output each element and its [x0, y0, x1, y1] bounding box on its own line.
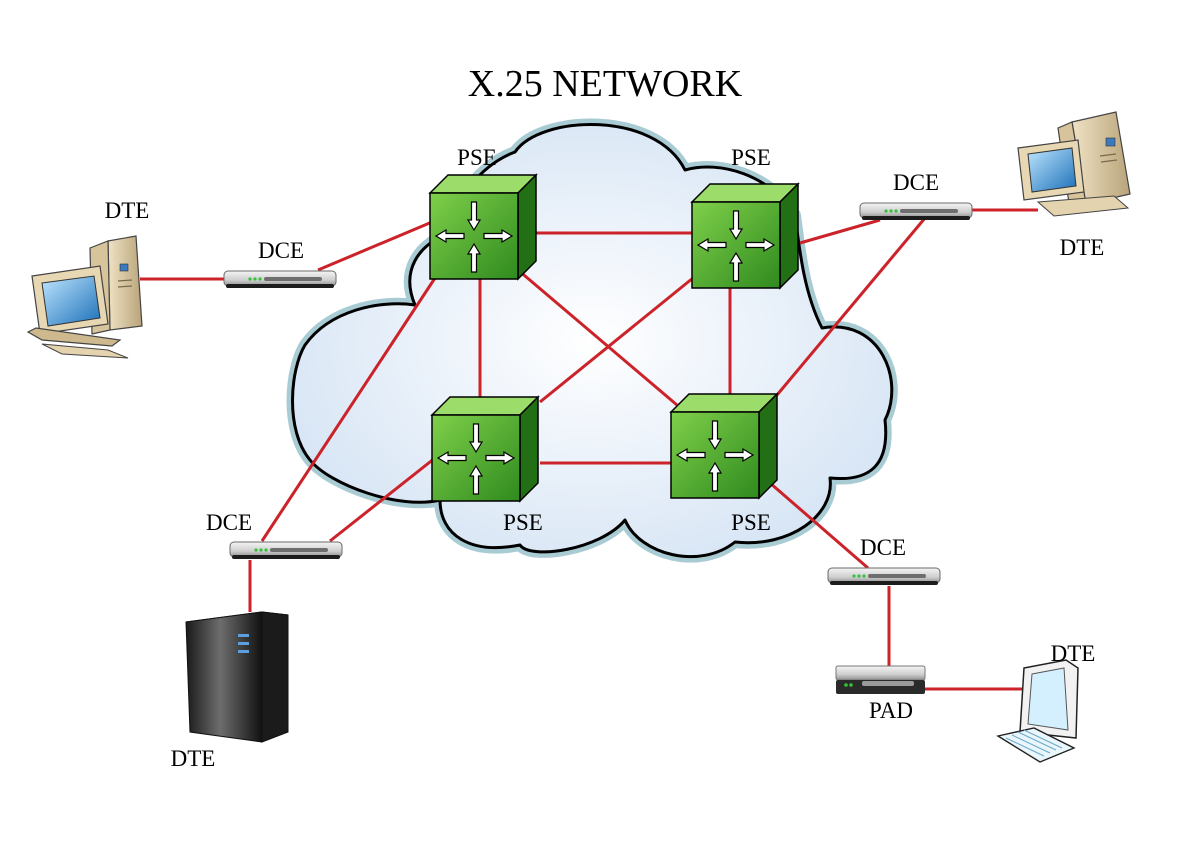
label-dce-left: DCE [258, 238, 304, 263]
link-pse-top-left-to-dce-bottom-left [260, 277, 437, 542]
dte-server-icon [185, 611, 289, 743]
label-dte-server: DTE [171, 746, 216, 771]
link-dce-left-to-pse-top-left [317, 220, 433, 272]
label-pse-bottom-left: PSE [503, 510, 543, 535]
node-labels: PSE PSE PSE PSE DCE DCE DCE DCE DTE DTE … [105, 145, 1105, 771]
dte-desktop-right-icon [1017, 111, 1131, 217]
dte-terminal-icon [996, 659, 1079, 763]
label-dte-terminal: DTE [1051, 641, 1096, 666]
label-dce-right: DCE [893, 170, 939, 195]
label-pse-top-left: PSE [457, 145, 497, 170]
dce-modem-bottom-left [229, 541, 343, 560]
dce-modem-right [859, 202, 973, 221]
dte-desktop-left-icon [27, 235, 143, 359]
pse-switch-top-left [429, 174, 537, 280]
x25-network-cloud [286, 118, 898, 563]
label-dce-bottom-right: DCE [860, 535, 906, 560]
link-pse-top-right-to-dce-right [799, 218, 881, 245]
dce-modem-left [223, 270, 337, 289]
link-pse-top-left-to-pse-bottom-right [517, 268, 678, 407]
label-dce-bottom-left: DCE [206, 510, 252, 535]
pse-switch-top-right [691, 183, 799, 289]
label-pse-top-right: PSE [731, 145, 771, 170]
network-links [140, 208, 1038, 691]
link-pse-bottom-right-to-dce-right [775, 217, 927, 396]
label-pad: PAD [869, 698, 913, 723]
label-pse-bottom-right: PSE [731, 510, 771, 535]
pad-device-icon [835, 665, 926, 694]
diagram-title: X.25 NETWORK [468, 63, 743, 105]
pse-switch-bottom-left [431, 396, 539, 502]
label-dte-left: DTE [105, 198, 150, 223]
link-pse-top-right-to-pse-bottom-left [539, 276, 694, 404]
dce-modem-bottom-right [827, 567, 941, 586]
label-dte-right: DTE [1060, 235, 1105, 260]
link-pse-bottom-left-to-dce-bottom-left [329, 456, 436, 543]
pse-switch-bottom-right [670, 393, 778, 499]
link-pse-bottom-right-to-dce-bottom-right [769, 481, 869, 570]
